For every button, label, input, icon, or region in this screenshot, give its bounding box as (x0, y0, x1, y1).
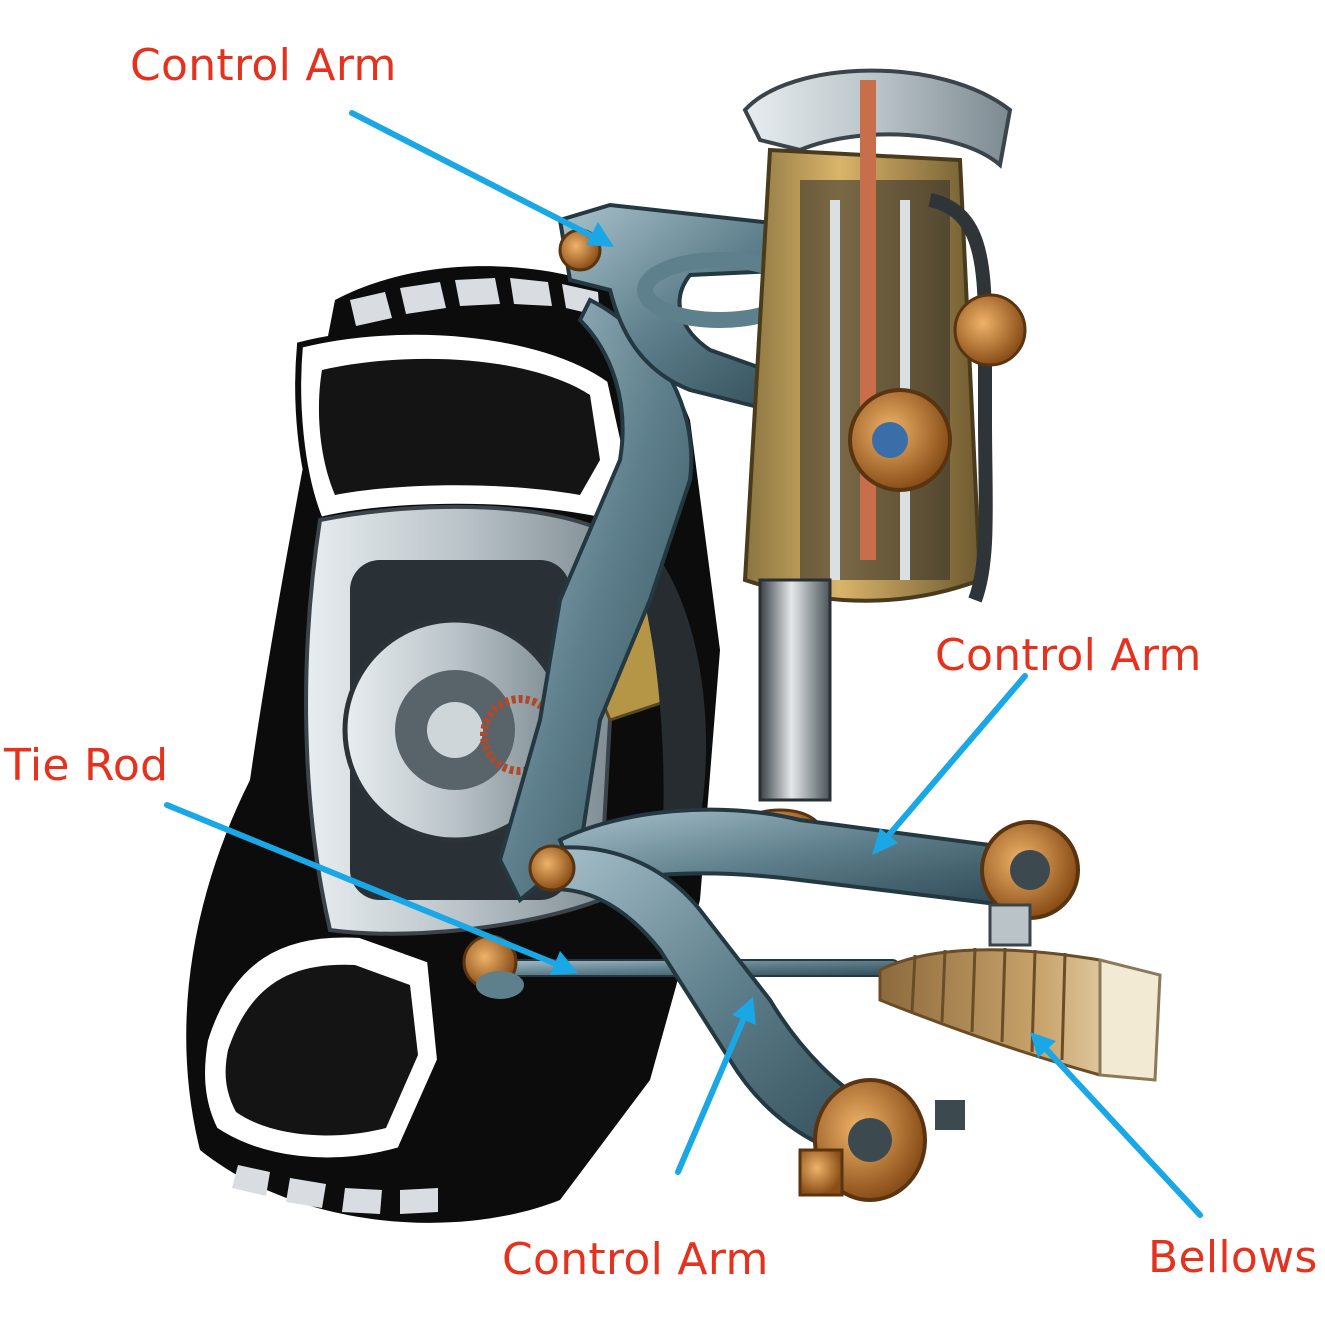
pointer-arrows (164, 110, 1203, 1218)
label-control-arm-upper: Control Arm (130, 40, 397, 91)
arrow-pointer-icon (872, 673, 1028, 855)
label-tie-rod: Tie Rod (4, 740, 169, 791)
strut-assembly (738, 68, 1027, 852)
label-bellows: Bellows (1148, 1232, 1318, 1283)
bellows (878, 947, 1162, 1082)
arrow-pointer-icon (349, 110, 614, 247)
arrow-pointer-icon (1030, 1032, 1203, 1218)
label-control-arm-lower-front: Control Arm (502, 1234, 769, 1285)
arrow-pointer-icon (164, 802, 578, 975)
lower-control-arm-bottom (528, 844, 965, 1202)
arrow-pointer-icon (675, 997, 756, 1175)
label-control-arm-lower-rear: Control Arm (935, 630, 1202, 681)
